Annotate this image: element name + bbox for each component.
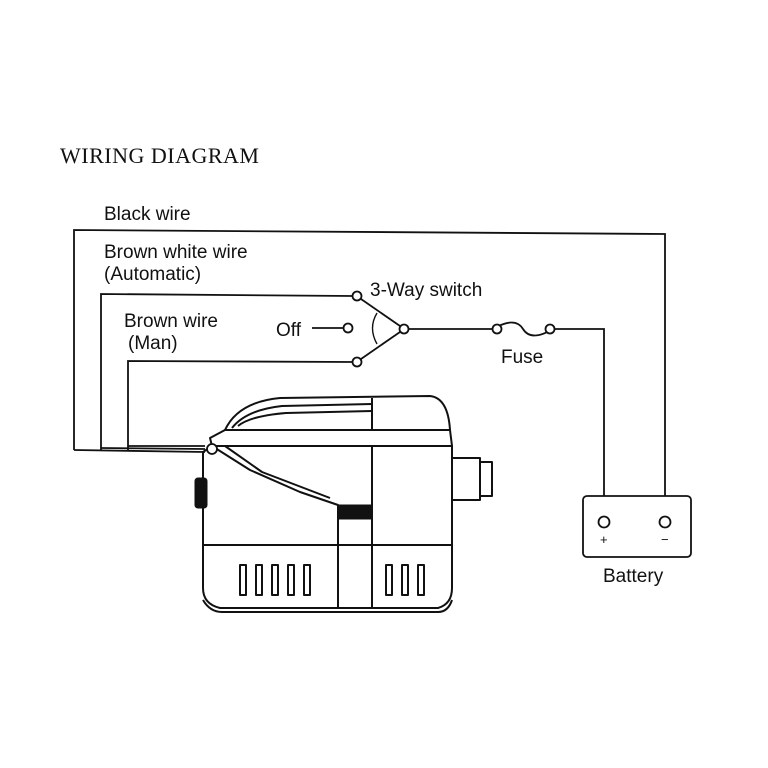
battery-positive-terminal bbox=[597, 515, 611, 529]
switch-common-terminal bbox=[398, 323, 410, 335]
bilge-pump-illustration bbox=[194, 395, 493, 613]
brown-white-wire-label: Brown white wire bbox=[104, 242, 248, 263]
switch-terminal-off bbox=[342, 322, 354, 334]
automatic-label: (Automatic) bbox=[104, 264, 201, 285]
battery-negative-terminal bbox=[658, 515, 672, 529]
black-wire bbox=[73, 229, 666, 512]
fuse-terminal-right bbox=[544, 323, 556, 335]
black-wire-label: Black wire bbox=[104, 204, 191, 225]
diagram-title: WIRING DIAGRAM bbox=[60, 143, 259, 168]
bundle-black bbox=[73, 449, 206, 453]
off-label: Off bbox=[276, 320, 302, 341]
battery-label: Battery bbox=[603, 566, 664, 587]
bundle-brown-white bbox=[100, 447, 206, 450]
brown-wire-label: Brown wire bbox=[124, 311, 218, 332]
switch-terminal-automatic bbox=[351, 290, 363, 302]
switch-blade-lower bbox=[360, 331, 401, 360]
switch-terminal-manual bbox=[351, 356, 363, 368]
three-way-switch-label: 3-Way switch bbox=[370, 280, 482, 301]
battery-minus-sign: − bbox=[661, 532, 669, 547]
battery-plus-sign: + bbox=[600, 532, 608, 547]
fuse-terminal-left bbox=[491, 323, 503, 335]
switch-blade-upper bbox=[360, 298, 401, 327]
manual-label: (Man) bbox=[128, 333, 178, 354]
brown-wire bbox=[127, 360, 354, 450]
switch-arc bbox=[371, 312, 378, 345]
brown-white-wire bbox=[100, 293, 354, 450]
battery-box bbox=[582, 495, 692, 558]
fuse-label: Fuse bbox=[501, 347, 543, 368]
